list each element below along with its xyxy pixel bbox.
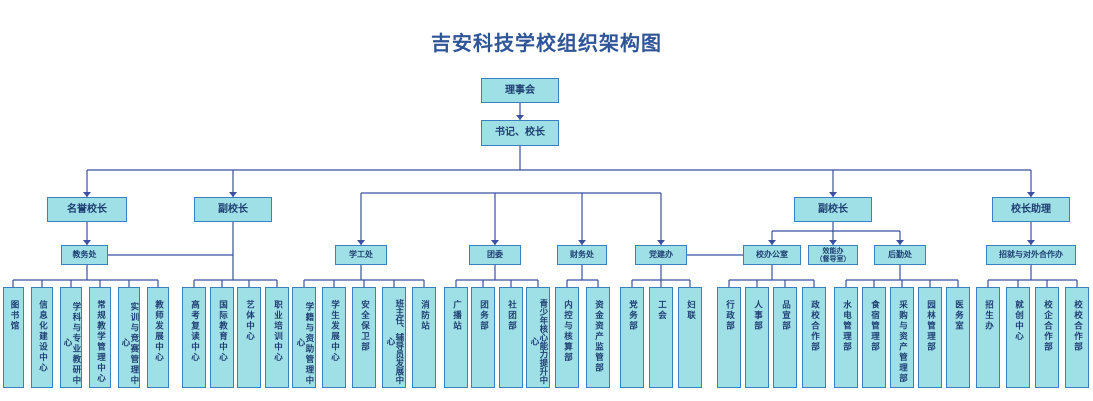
dept-broadcast: 广播站: [444, 287, 468, 388]
vice-principal-left-box: 副校长: [194, 197, 272, 222]
dept-fire-station: 消防站: [412, 287, 436, 388]
dept-club: 社团部: [499, 287, 523, 388]
dept-routine-teaching: 常规教学管理中心: [89, 287, 111, 388]
vice-principal-right-box: 副校长: [794, 197, 872, 222]
comprehensive-office-line2: （督导室）: [815, 255, 851, 263]
youth-league-box: 团委: [469, 245, 521, 265]
dept-asset-management: 资金资产监管部: [586, 287, 610, 388]
dept-library: 图书馆: [3, 287, 24, 388]
principal-office-box: 校办公室: [743, 245, 801, 265]
dept-vocational-training: 职业培训中心: [265, 287, 289, 388]
academic-affairs-box: 教务处: [61, 245, 108, 265]
dept-canteen: 食宿管理部: [862, 287, 886, 388]
finance-box: 财务处: [557, 245, 607, 265]
honorary-principal-box: 名誉校长: [47, 197, 127, 222]
dept-teacher-development: 教师发展中心: [147, 287, 169, 388]
dept-party-affairs: 党务部: [620, 287, 644, 388]
secretary-principal-box: 书记、校长: [481, 120, 559, 146]
dept-employment: 就创中心: [1006, 287, 1030, 388]
principal-assistant-box: 校长助理: [992, 197, 1070, 222]
dept-procurement: 采购与资产管理部: [890, 287, 914, 388]
dept-security: 安全保卫部: [352, 287, 376, 388]
dept-labor-union: 工会: [649, 287, 673, 388]
dept-arts-center: 艺体中心: [237, 287, 261, 388]
dept-international-edu: 国际教育中心: [210, 287, 234, 388]
dept-personnel: 人事部: [745, 287, 769, 388]
dept-student-development: 学生发展中心: [322, 287, 346, 388]
dept-league-affairs: 团务部: [471, 287, 495, 388]
logistics-box: 后勤处: [874, 245, 926, 265]
dept-enterprise-coop: 校企合作部: [1035, 287, 1059, 388]
party-building-box: 党建办: [635, 245, 687, 265]
dept-administration: 行政部: [717, 287, 741, 388]
dept-internal-audit: 内控与核算部: [555, 287, 579, 388]
dept-school-coop: 校校合作部: [1065, 287, 1089, 388]
dept-gov-school-coop: 政校合作部: [802, 287, 826, 388]
dept-info-center: 信息化建设中心: [31, 287, 53, 388]
dept-training-competition: 实训与竞赛管理中心: [118, 287, 140, 388]
student-affairs-box: 学工处: [335, 245, 387, 265]
board-box: 理事会: [481, 78, 559, 103]
dept-class-teacher-dev: 班主任、辅导员发展中心: [382, 287, 406, 388]
dept-youth-core: 青少年核心能力提升中心: [526, 287, 550, 388]
dept-discipline-center: 学科与专业教研中心: [60, 287, 82, 388]
chart-title: 吉安科技学校组织架构图: [431, 31, 662, 55]
dept-student-aid: 学籍与资助管理中心: [292, 287, 316, 388]
dept-gaokao-center: 高考复读中心: [182, 287, 206, 388]
admissions-cooperation-box: 招就与对外合作办: [986, 245, 1076, 265]
comprehensive-office-line1: 效能办: [822, 246, 844, 255]
dept-utilities: 水电管理部: [834, 287, 858, 388]
dept-publicity: 品宣部: [773, 287, 797, 388]
dept-gardening: 园林管理部: [918, 287, 942, 388]
dept-women-federation: 妇联: [678, 287, 702, 388]
comprehensive-office-box: 效能办 （督导室）: [808, 245, 858, 265]
dept-admissions: 招生办: [976, 287, 1000, 388]
dept-clinic: 医务室: [946, 287, 970, 388]
